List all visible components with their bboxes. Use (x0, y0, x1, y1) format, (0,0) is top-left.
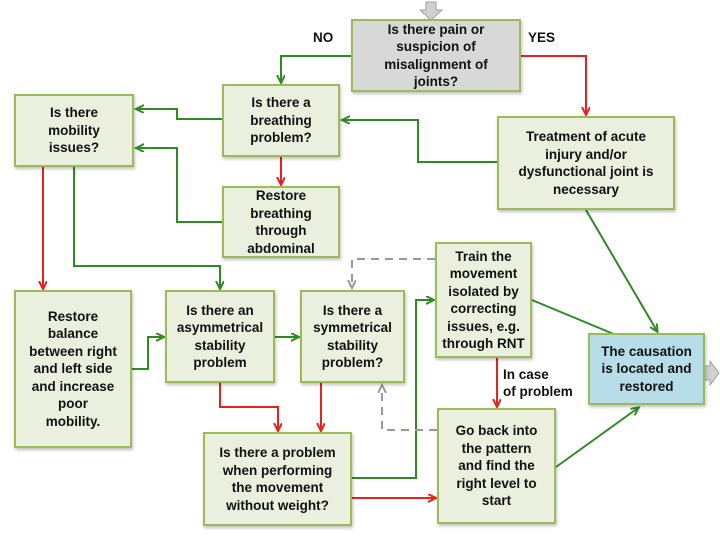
node-treatment-text: Treatment of acute injury and/or dysfunc… (518, 129, 654, 197)
node-breathing: Is there a breathing problem? (222, 84, 340, 157)
arrow-go-back-causation (555, 408, 638, 468)
node-symmetrical-text: Is there a symmetrical stability problem… (313, 302, 392, 371)
node-causation: The causation is located and restored (588, 333, 705, 405)
arrow-mobility-asymmetrical (73, 167, 220, 288)
node-without-weight: Is there a problem when performing the m… (203, 432, 352, 526)
node-start-text: Is there pain or suspicion of misalignme… (384, 21, 488, 90)
node-asymmetrical: Is there an asymmetrical stability probl… (165, 290, 275, 383)
node-restore-breathing: Restore breathing through abdominal (222, 186, 340, 258)
label-in-case-of-problem: In case of problem (503, 367, 573, 399)
node-symmetrical: Is there a symmetrical stability problem… (300, 290, 405, 383)
arrow-restore-breathing-mobility (137, 148, 222, 223)
arrow-treatment-causation (585, 209, 657, 331)
label-yes: YES (528, 30, 556, 45)
arrow-without-weight-train (352, 300, 433, 479)
node-causation-text: The causation is located and restored (601, 343, 692, 394)
node-mobility: Is there mobility issues? (14, 94, 134, 167)
node-go-back-text: Go back into the pattern and find the ri… (455, 423, 538, 509)
arrow-dashed-train-symmetrical (352, 258, 435, 287)
node-breathing-text: Is there a breathing problem? (250, 95, 312, 146)
node-asymmetrical-text: Is there an asymmetrical stability probl… (176, 302, 264, 371)
node-restore-breathing-text: Restore breathing through abdominal (247, 188, 315, 256)
arrow-breathing-mobility (137, 109, 222, 120)
entry-arrow (418, 1, 444, 21)
label-no: NO (313, 30, 334, 45)
exit-arrow (702, 359, 720, 387)
arrow-restore-balance-asymmetrical (132, 337, 163, 370)
node-treatment: Treatment of acute injury and/or dysfunc… (497, 116, 675, 210)
node-train-text: Train the movement isolated by correctin… (442, 248, 525, 352)
arrow-start-yes-treatment (521, 55, 586, 114)
arrow-dashed-go-back-symmetrical (382, 386, 437, 431)
node-without-weight-text: Is there a problem when performing the m… (219, 445, 336, 513)
arrow-start-no-breathing (281, 55, 351, 82)
node-restore-balance: Restore balance between right and left s… (14, 290, 132, 448)
node-restore-balance-text: Restore balance between right and left s… (29, 308, 117, 429)
node-start: Is there pain or suspicion of misalignme… (351, 19, 521, 92)
node-mobility-text: Is there mobility issues? (48, 105, 100, 156)
arrow-treatment-breathing (343, 120, 497, 163)
node-train: Train the movement isolated by correctin… (435, 242, 532, 358)
node-go-back: Go back into the pattern and find the ri… (437, 408, 556, 524)
arrow-asymmetrical-without-weight (219, 383, 278, 430)
